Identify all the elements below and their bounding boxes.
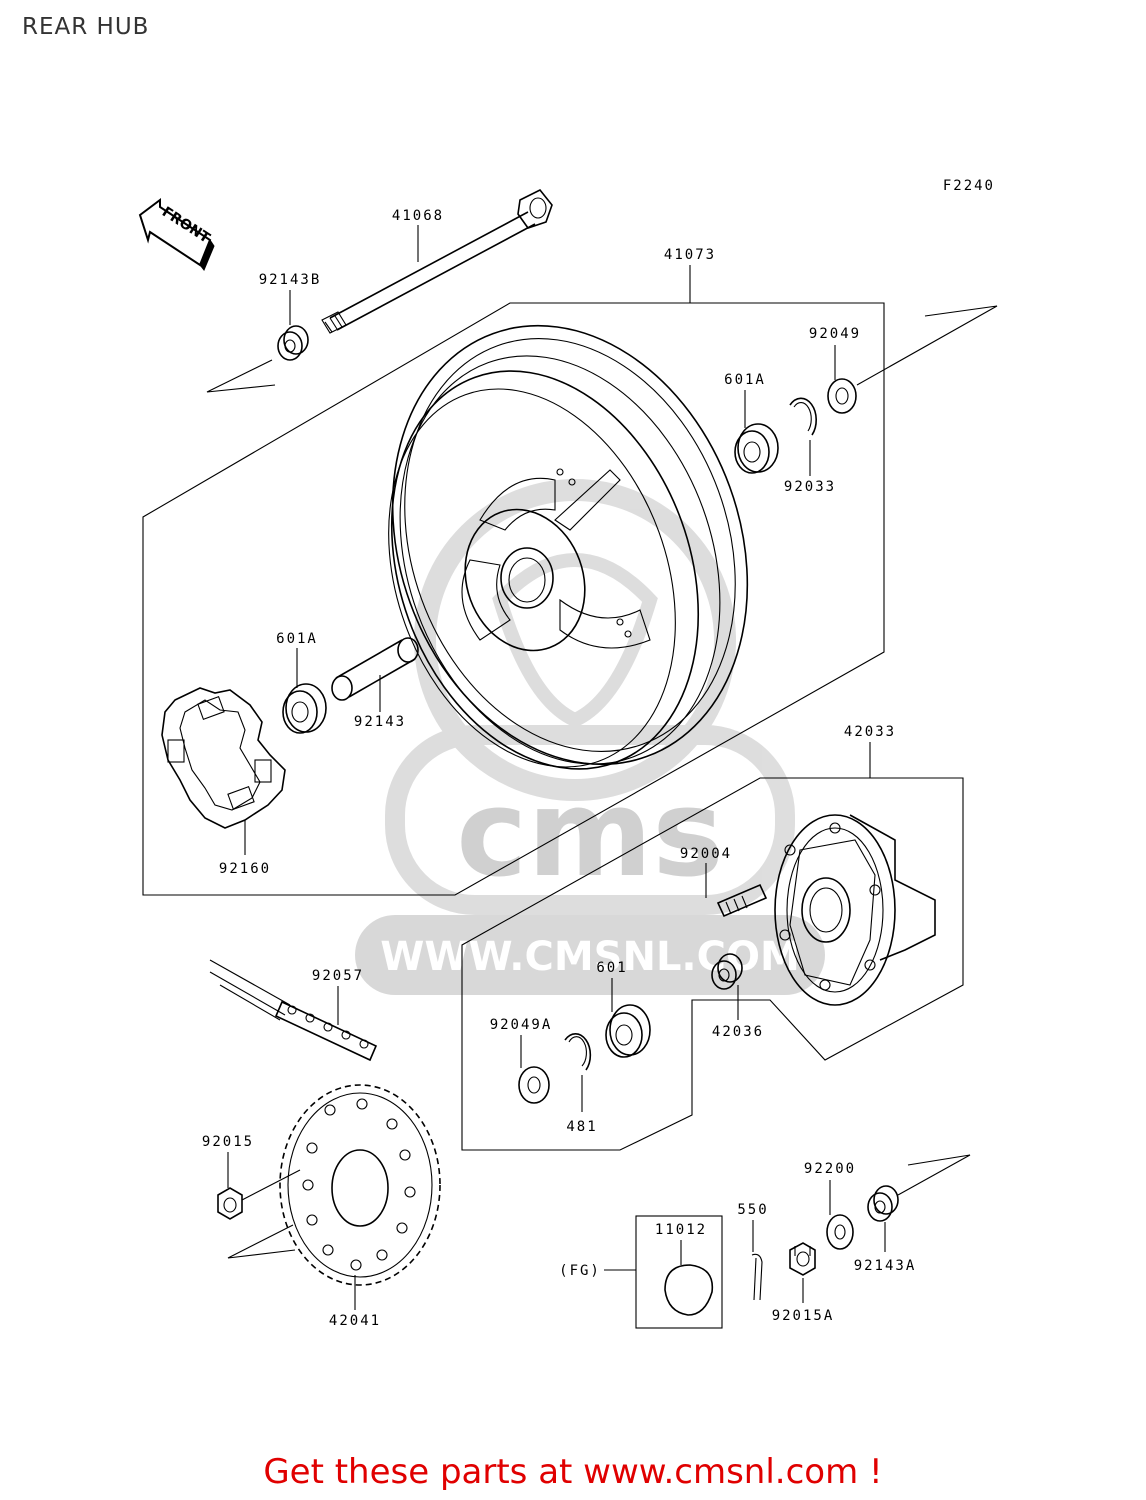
label-92143A: 92143A (854, 1258, 917, 1274)
rear-wheel-part (388, 324, 749, 770)
washer-92049 (827, 378, 857, 414)
axis-pointer-right (856, 305, 998, 386)
label-42036: 42036 (712, 1024, 764, 1040)
label-92057: 92057 (312, 968, 364, 984)
bearing-601 (605, 1004, 651, 1058)
label-481: 481 (566, 1119, 597, 1135)
washer-92049A (518, 1066, 550, 1104)
label-92049A: 92049A (490, 1017, 553, 1033)
axis-pointer-sprocket (227, 1224, 296, 1259)
label-92015A: 92015A (772, 1308, 835, 1324)
label-601A-top: 601A (724, 372, 766, 388)
label-42033: 42033 (844, 724, 896, 740)
page-title: REAR HUB (22, 14, 150, 40)
label-550: 550 (737, 1202, 768, 1218)
nut-92015 (217, 1169, 301, 1220)
label-92143B: 92143B (259, 272, 322, 288)
footer-cta-link[interactable]: Get these parts at www.cmsnl.com ! (263, 1452, 883, 1492)
label-92200: 92200 (804, 1161, 856, 1177)
drive-chain-part (209, 959, 378, 1062)
circlip-481 (564, 1033, 592, 1071)
watermark-url: WWW.CMSNL.COM (380, 934, 800, 980)
bearing-601A-left (282, 683, 327, 734)
axle-part (321, 188, 553, 334)
label-92015: 92015 (202, 1134, 254, 1150)
collar-92143A (867, 1185, 899, 1222)
watermark: cms WWW.CMSNL.COM (355, 479, 825, 995)
collar-92143B (277, 325, 309, 361)
cap-11012-part (664, 1264, 714, 1316)
label-92143: 92143 (354, 714, 406, 730)
damper-92160 (161, 687, 286, 829)
stud-92004 (716, 883, 768, 918)
label-601: 601 (596, 960, 627, 976)
rear-sprocket-part (279, 1084, 441, 1286)
label-41068: 41068 (392, 208, 444, 224)
axis-pointer-right-bottom (897, 1154, 971, 1196)
label-92004: 92004 (680, 846, 732, 862)
label-FG: (FG) (559, 1263, 601, 1279)
watermark-figure (492, 553, 658, 728)
watermark-ring (414, 479, 736, 801)
watermark-badge (385, 725, 795, 915)
sprocket-hub-part (774, 814, 936, 1006)
hub-assembly-box (461, 777, 964, 1151)
watermark-brand: cms (456, 765, 724, 904)
wheel-assembly-box (142, 302, 885, 896)
label-42041: 42041 (329, 1313, 381, 1329)
castle-nut-92015A (789, 1242, 816, 1276)
label-92033: 92033 (784, 479, 836, 495)
spacer-92143 (331, 637, 419, 701)
cotter-pin-550 (751, 1253, 763, 1301)
label-92160: 92160 (219, 861, 271, 877)
circlip-92033 (789, 397, 817, 436)
diagram-code: F2240 (943, 178, 995, 194)
washer-92200 (826, 1214, 854, 1250)
label-41073: 41073 (664, 247, 716, 263)
axis-pointer-left (206, 359, 276, 393)
label-601A-left: 601A (276, 631, 318, 647)
bearing-601A-top (734, 423, 779, 474)
label-92049: 92049 (809, 326, 861, 342)
cap-11012-box (635, 1215, 723, 1329)
collar-42036 (711, 953, 743, 990)
label-11012: 11012 (655, 1222, 707, 1238)
watermark-url-bar (355, 915, 825, 995)
front-arrow-icon: FRONT (138, 198, 215, 271)
